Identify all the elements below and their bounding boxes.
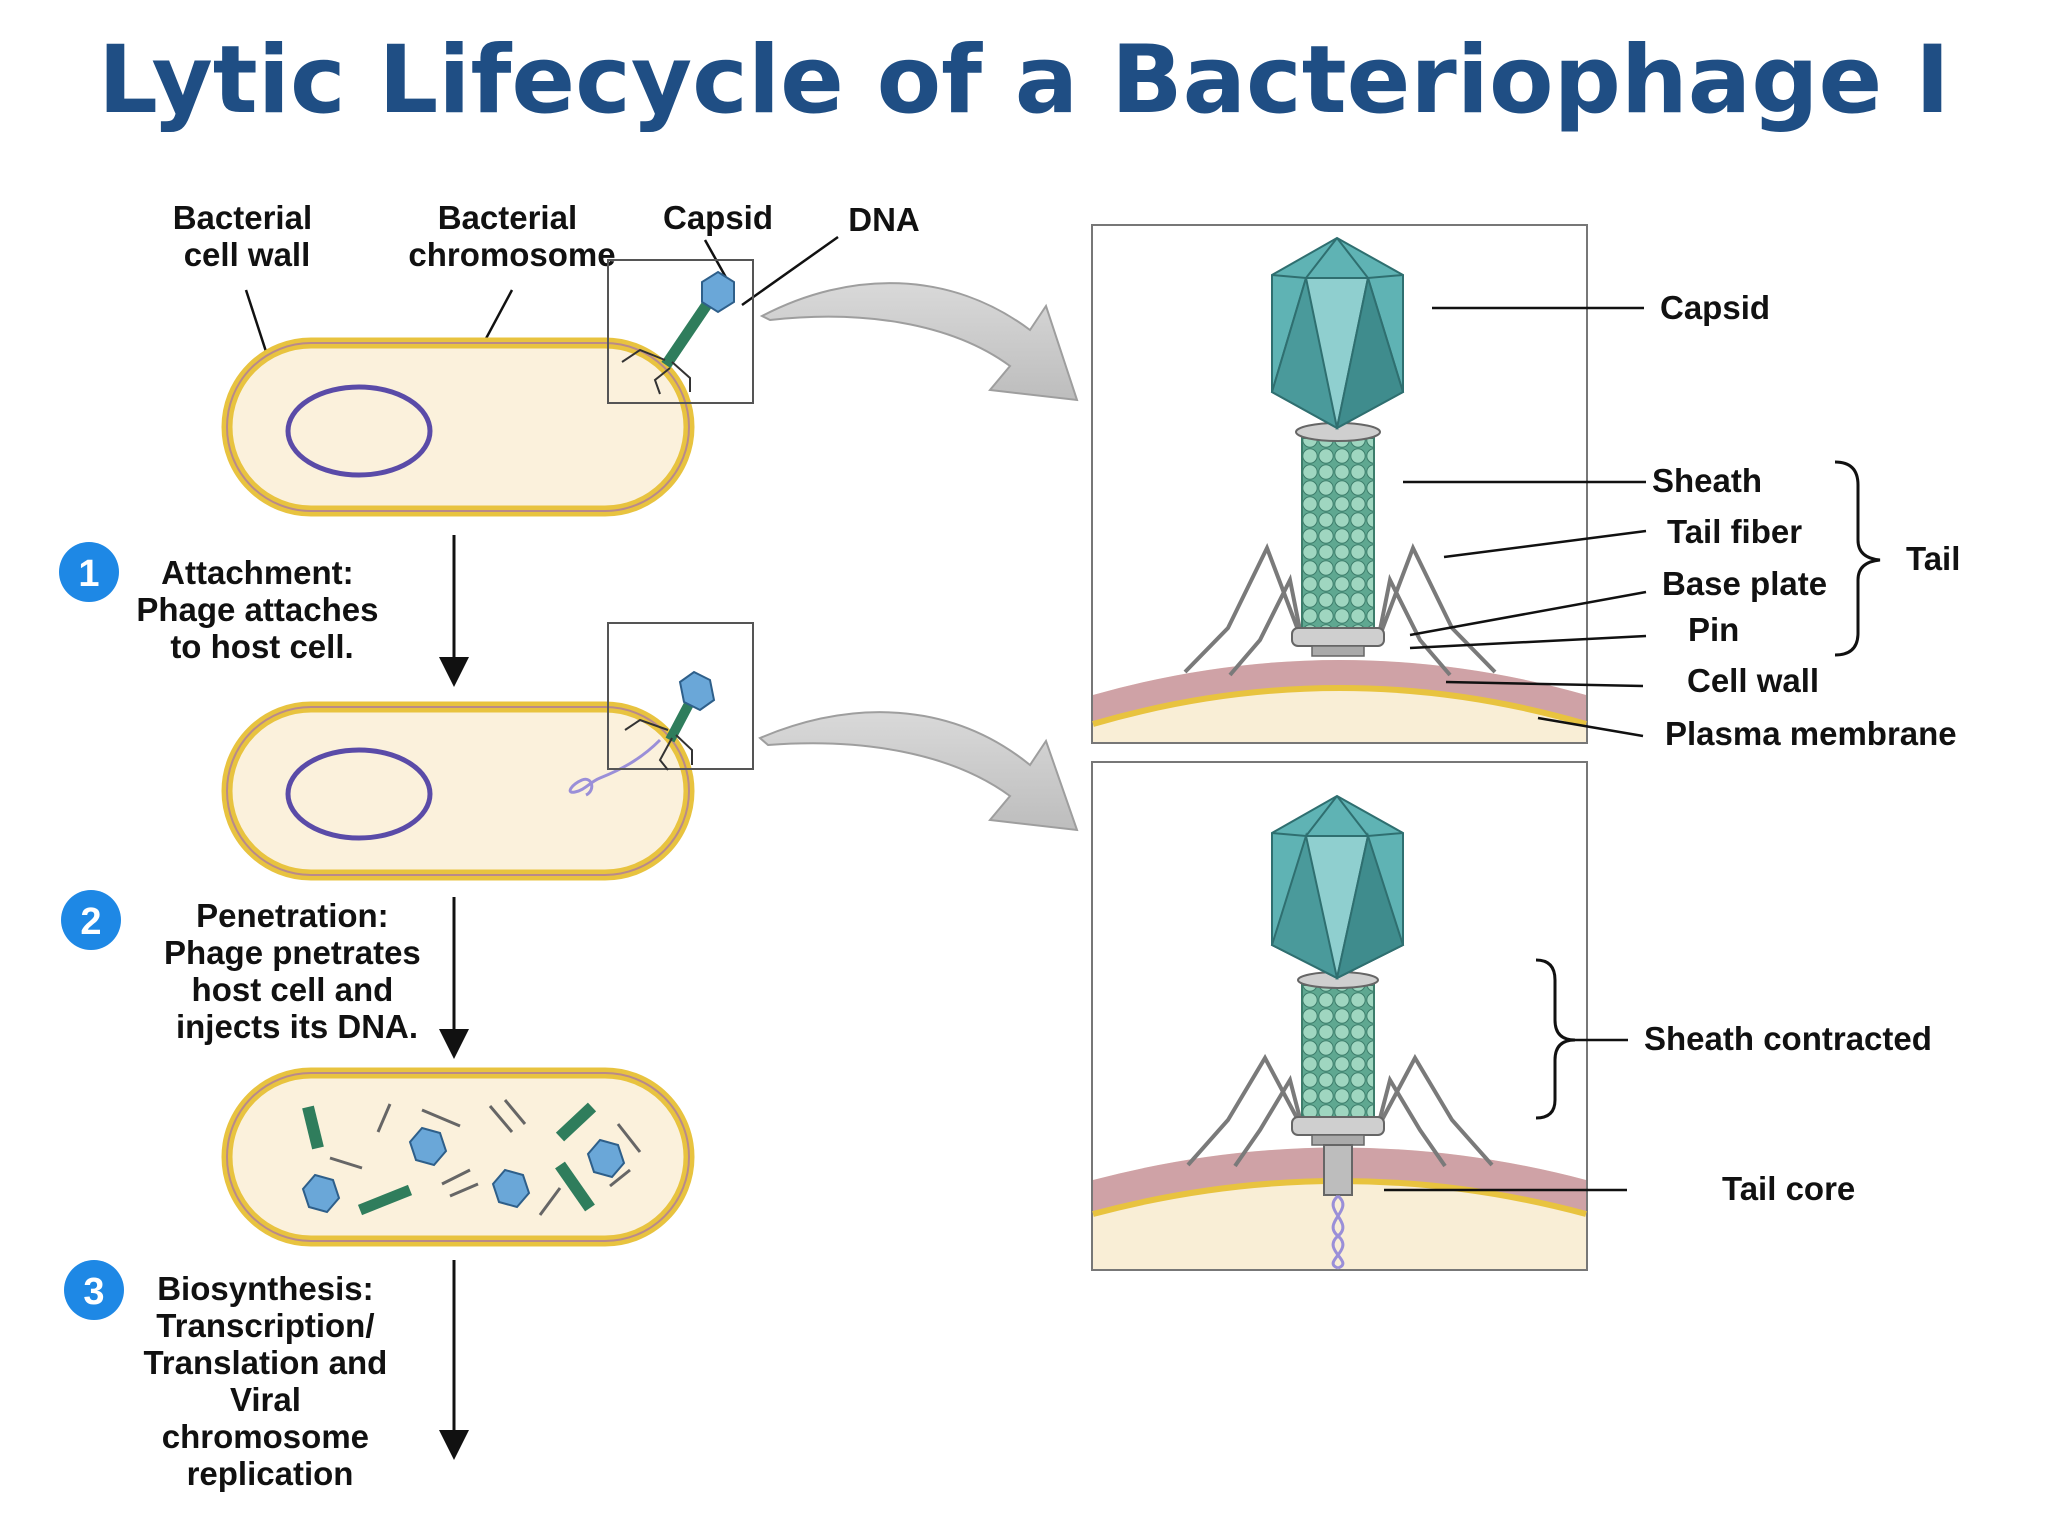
tail-core xyxy=(1323,1144,1353,1196)
step-2-badge: 2 xyxy=(61,890,121,950)
leader-plasma-membrane xyxy=(1537,716,1644,738)
new-tail-2 xyxy=(555,1102,597,1142)
step-3-description: Biosynthesis: Transcription/ Translation… xyxy=(143,1270,396,1492)
step-3-line6: replication xyxy=(187,1455,354,1492)
plasma-membrane-top xyxy=(1092,685,1587,727)
leader-base-plate xyxy=(1409,590,1647,637)
leader-pin xyxy=(1409,634,1647,650)
bacterial-cell-2 xyxy=(221,701,695,881)
bacterial-chromosome-ring-1 xyxy=(285,384,433,478)
bacterial-cell-1 xyxy=(221,337,695,517)
sheath-top xyxy=(1301,437,1375,629)
new-tail-4 xyxy=(555,1161,595,1212)
step-3-line1: Biosynthesis: xyxy=(157,1270,373,1307)
new-tail-1 xyxy=(302,1105,324,1150)
step-2-line3: host cell and xyxy=(192,971,394,1008)
step-1-line2: Phage attaches xyxy=(136,591,378,628)
phage-small-injecting xyxy=(624,670,716,771)
label-capsid-left: Capsid xyxy=(663,199,773,236)
label-tail-fiber: Tail fiber xyxy=(1667,513,1802,550)
step-1-number: 1 xyxy=(78,553,99,595)
inset-box-2 xyxy=(607,622,754,770)
label-base-plate: Base plate xyxy=(1662,565,1827,602)
tail-fibers-top xyxy=(1183,542,1497,677)
tail-fibers-bottom xyxy=(1186,1053,1494,1168)
new-capsid-2 xyxy=(408,1126,448,1167)
step-2-description: Penetration: Phage pnetrates host cell a… xyxy=(164,897,430,1045)
step-3-line5: chromosome xyxy=(162,1418,369,1455)
label-sheath: Sheath xyxy=(1652,462,1762,499)
leader-tail-fiber xyxy=(1443,529,1647,559)
label-sheath-contracted: Sheath contracted xyxy=(1644,1020,1932,1057)
detail-panel-bottom xyxy=(1091,761,1588,1271)
bacterial-chromosome-ring-2 xyxy=(285,747,433,841)
label-bacterial-cell-wall: Bacterial cell wall xyxy=(173,199,322,273)
new-capsid-3 xyxy=(491,1168,531,1209)
tail-brace xyxy=(1834,460,1881,657)
capsid-bottom xyxy=(1270,794,1405,980)
bacterial-cell-3 xyxy=(221,1067,695,1247)
leader-line-dna xyxy=(741,235,839,307)
step-2-line2: Phage pnetrates xyxy=(164,934,421,971)
step-2-line4: injects its DNA. xyxy=(176,1008,418,1045)
injected-dna-helix xyxy=(1331,1194,1345,1270)
label-pin: Pin xyxy=(1688,611,1739,648)
new-tail-fibers xyxy=(329,1099,642,1216)
step-1-line3: to host cell. xyxy=(170,628,353,665)
page-title: Lytic Lifecycle of a Bacteriophage I xyxy=(98,26,1950,135)
step-3-line2: Transcription/ xyxy=(156,1307,374,1344)
new-tail-3 xyxy=(357,1184,413,1216)
step-2-line1: Penetration: xyxy=(196,897,389,934)
label-bacterial-chromosome: Bacterial chromosome xyxy=(408,199,615,273)
new-capsid-1 xyxy=(301,1173,341,1214)
label-bacterial-chromosome-line2: chromosome xyxy=(408,236,615,273)
contracted-sheath xyxy=(1301,984,1375,1118)
new-capsid-4 xyxy=(586,1138,626,1179)
step-3-badge: 3 xyxy=(64,1260,124,1320)
zoom-arrow-top xyxy=(759,282,1079,402)
step-1-badge: 1 xyxy=(59,542,119,602)
base-plate-bottom xyxy=(1291,1116,1385,1136)
label-capsid-detail: Capsid xyxy=(1660,289,1770,326)
label-bacterial-cell-wall-line2: cell wall xyxy=(184,236,311,273)
phage-small-attached xyxy=(621,270,735,395)
step-3-line3: Translation and xyxy=(143,1344,387,1381)
label-bacterial-chromosome-line1: Bacterial xyxy=(438,199,577,236)
label-cell-wall-detail: Cell wall xyxy=(1687,662,1819,699)
step-2-number: 2 xyxy=(80,901,101,943)
base-plate-top xyxy=(1291,627,1385,647)
label-tail: Tail xyxy=(1906,540,1960,577)
inset-box-1 xyxy=(607,259,754,404)
leader-cell-wall xyxy=(1445,680,1644,688)
step-3-number: 3 xyxy=(83,1271,104,1313)
step-3-line4: Viral xyxy=(230,1381,301,1418)
zoom-arrow-bottom xyxy=(758,711,1079,832)
step-1-line1: Attachment: xyxy=(161,554,354,591)
label-bacterial-cell-wall-line1: Bacterial xyxy=(173,199,312,236)
label-plasma-membrane: Plasma membrane xyxy=(1665,715,1957,752)
capsid-top xyxy=(1270,236,1405,430)
label-tail-core: Tail core xyxy=(1722,1170,1855,1207)
step-1-description: Attachment: Phage attaches to host cell. xyxy=(136,554,387,665)
detail-panel-top xyxy=(1091,224,1588,744)
label-dna-left: DNA xyxy=(848,201,920,238)
